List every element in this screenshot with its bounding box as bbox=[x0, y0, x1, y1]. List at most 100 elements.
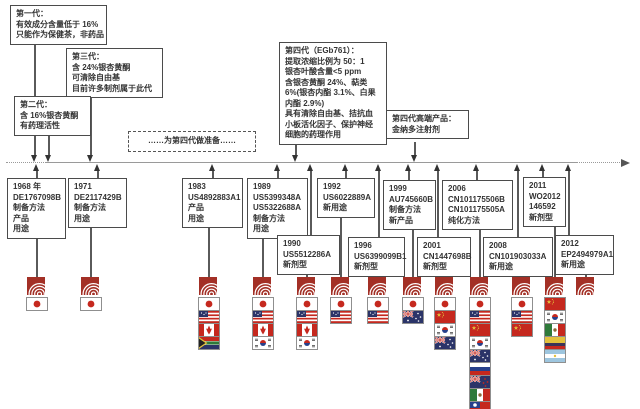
flag-japan-icon bbox=[252, 297, 274, 311]
patent-1971-up-connector bbox=[97, 170, 99, 184]
patent-1968-up-arrow-icon bbox=[33, 164, 39, 171]
flag-japan-icon bbox=[402, 297, 424, 311]
flag-united-states-icon bbox=[198, 310, 220, 324]
gen-gen1-line: 第一代： bbox=[16, 9, 48, 18]
patent-2011-line: WO2012 bbox=[529, 191, 561, 201]
patent-1983-year: 1983 bbox=[188, 182, 206, 191]
schwabe-logo-icon bbox=[27, 277, 45, 295]
patent-2001-line: CN1447698B bbox=[423, 251, 472, 261]
flag-united-states-icon bbox=[252, 310, 274, 324]
patent-1992-year: 1992 bbox=[323, 182, 341, 191]
flag-argentina-icon bbox=[544, 349, 566, 363]
flag-japan-icon bbox=[511, 297, 533, 311]
gen-gen4-line: 提取浓缩比例为 50：1 bbox=[285, 56, 365, 66]
schwabe-logo-icon bbox=[470, 277, 488, 295]
flag-russia-icon bbox=[469, 362, 491, 376]
gen-gen2-line: 第二代： bbox=[20, 100, 52, 109]
flag-mexico-icon bbox=[544, 323, 566, 337]
patent-1971-up-arrow-icon bbox=[94, 164, 100, 171]
gen-gen3-line: 含 24%银杏黄酮 bbox=[72, 62, 131, 72]
patent-1971-year: 1971 bbox=[74, 182, 92, 191]
gen-gen4_premium-line: 金纳多注射剂 bbox=[392, 124, 440, 134]
patent-2006-up-connector bbox=[476, 170, 478, 186]
patent-2012-year: 2012 bbox=[561, 239, 579, 248]
flag-taiwan-icon bbox=[469, 401, 491, 409]
patent-1989-year: 1989 bbox=[253, 182, 271, 191]
patent-1983-flag-connector bbox=[208, 193, 210, 277]
patent-1999-line: 制备方法 bbox=[389, 205, 421, 215]
schwabe-logo-icon bbox=[253, 277, 271, 295]
flag-japan-icon bbox=[296, 297, 318, 311]
gen-gen3-line: 可清除自由基 bbox=[72, 73, 120, 83]
patent-1983-up-connector bbox=[212, 170, 214, 184]
timeline-axis-left-dotted bbox=[6, 162, 46, 163]
patent-1968-year: 1968 年 bbox=[13, 182, 42, 191]
timeline-axis-right-dotted bbox=[576, 162, 622, 163]
schwabe-logo-icon bbox=[403, 277, 421, 295]
patent-1996-up-connector bbox=[378, 170, 380, 243]
flag-australia-icon bbox=[402, 310, 424, 324]
schwabe-logo-icon bbox=[512, 277, 530, 295]
patent-1999-up-arrow-icon bbox=[405, 164, 411, 171]
flag-united-states-icon bbox=[296, 310, 318, 324]
patent-2012-line: EP2494979A1 bbox=[561, 249, 614, 259]
gen-gen1-line: 只能作为保健茶，非药品 bbox=[16, 30, 104, 40]
patent-1992-flag-connector bbox=[340, 193, 342, 277]
patent-2006-flag-connector bbox=[479, 195, 481, 277]
patent-2001-line: 新剂型 bbox=[423, 262, 447, 272]
patent-1989-up-arrow-icon bbox=[274, 164, 280, 171]
gen1-down-arrow-icon bbox=[31, 155, 37, 162]
flag-united-states-icon bbox=[511, 310, 533, 324]
flag-canada-icon bbox=[296, 323, 318, 337]
patent-1983-line: US4892883A1 bbox=[188, 192, 241, 202]
flag-south-africa-icon bbox=[198, 336, 220, 350]
patent-2008-line: CN101903033A bbox=[489, 251, 547, 261]
flag-japan-icon bbox=[367, 297, 389, 311]
patent-1999-up-connector bbox=[408, 170, 410, 186]
prep-note-box: ……为第四代做准备…… bbox=[128, 131, 256, 152]
schwabe-logo-icon bbox=[435, 277, 453, 295]
patent-2012-up-arrow-icon bbox=[565, 164, 571, 171]
patent-1996-up-arrow-icon bbox=[375, 164, 381, 171]
patent-1992-line: 新用途 bbox=[323, 203, 347, 213]
flag-china-icon bbox=[469, 323, 491, 337]
gen-gen3-line: 第三代： bbox=[72, 52, 104, 61]
patent-1971-flag-connector bbox=[90, 193, 92, 277]
timeline-axis bbox=[46, 162, 576, 163]
patent-2011-line: 新剂型 bbox=[529, 212, 553, 222]
gen4-premium-down-arrow-icon bbox=[411, 155, 417, 162]
patent-2011-flag-connector bbox=[554, 192, 556, 277]
gen2-connector-line bbox=[48, 136, 50, 156]
patent-2001-up-connector bbox=[437, 170, 439, 243]
patent-2006-line: CN101175505A bbox=[448, 205, 505, 215]
schwabe-logo-icon bbox=[368, 277, 386, 295]
gen-gen4-line: 含银杏黄酮 24%、萜类 bbox=[285, 77, 368, 87]
patent-1971-line: 用途 bbox=[74, 213, 90, 223]
gen-gen4-line: 细胞的药理作用 bbox=[285, 130, 341, 140]
schwabe-logo-icon bbox=[576, 277, 594, 295]
flag-canada-icon bbox=[252, 323, 274, 337]
flag-canada-icon bbox=[198, 323, 220, 337]
patent-2008-up-connector bbox=[517, 170, 519, 243]
gen-gen2-line: 含 16%银杏黄酮 bbox=[20, 110, 79, 120]
patent-2011-up-connector bbox=[542, 170, 544, 183]
gen2-down-arrow-icon bbox=[45, 155, 51, 162]
patent-1968-line: DE1767098B bbox=[13, 192, 62, 202]
flag-colombia-icon bbox=[544, 336, 566, 350]
patent-2008-up-arrow-icon bbox=[514, 164, 520, 171]
patent-1996-year: 1996 bbox=[354, 241, 372, 250]
patent-2001-year: 2001 bbox=[423, 241, 441, 250]
patent-1999-line: AU745660B bbox=[389, 194, 434, 204]
gen4-down-arrow-icon bbox=[292, 155, 298, 162]
flag-japan-icon bbox=[198, 297, 220, 311]
